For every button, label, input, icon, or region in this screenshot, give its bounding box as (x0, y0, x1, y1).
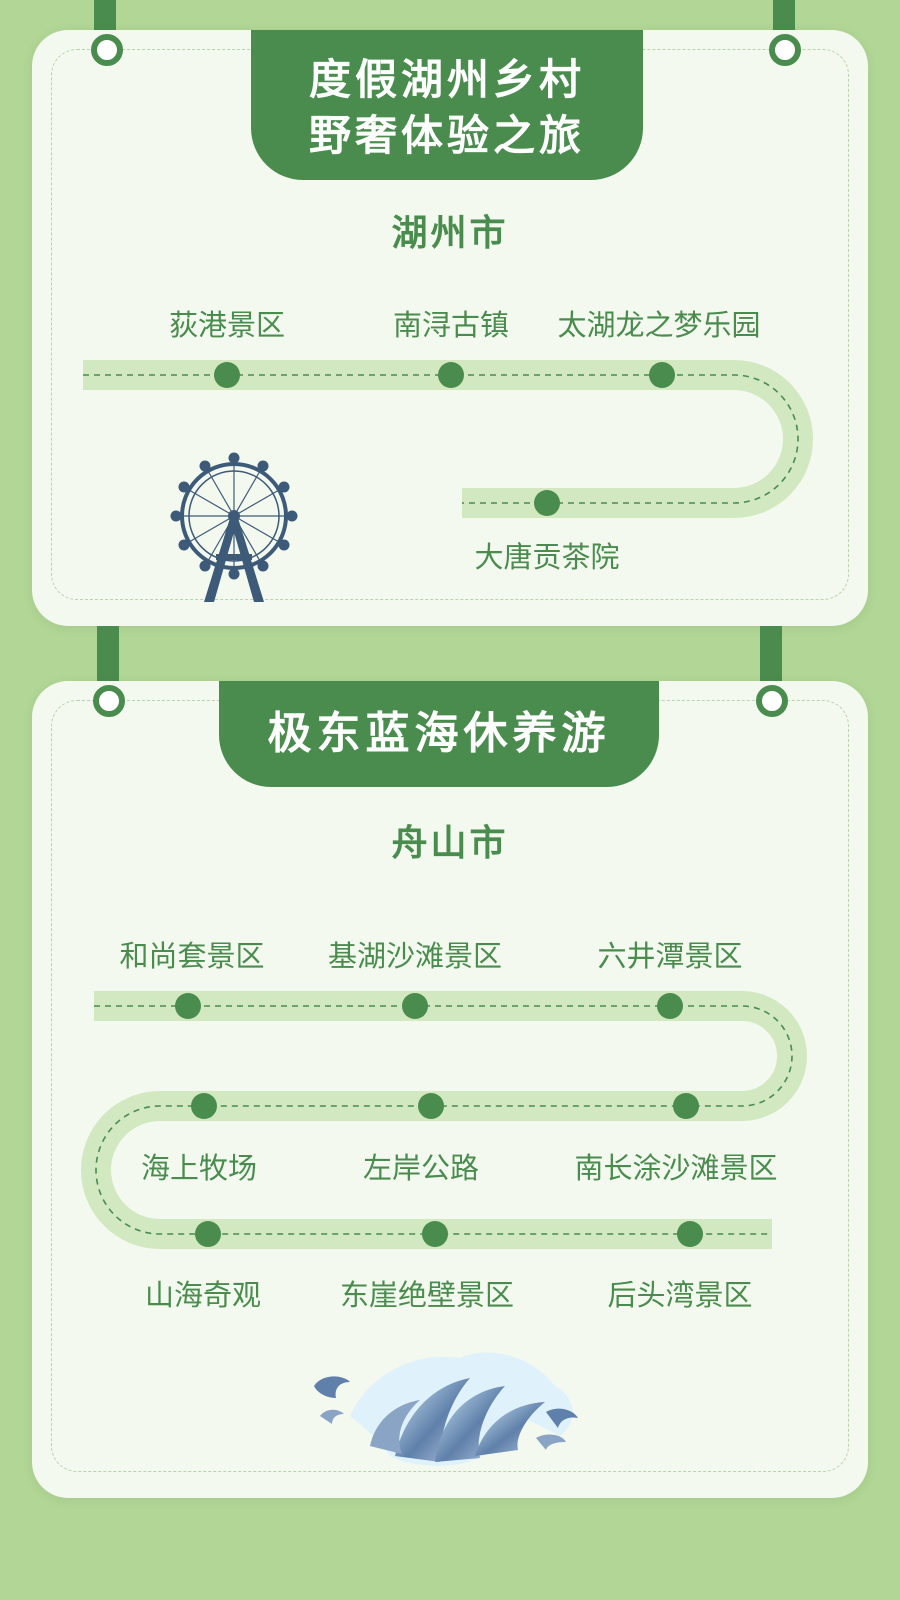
stop-marker (402, 993, 428, 1019)
ring-left (91, 34, 123, 66)
stop-marker (418, 1093, 444, 1119)
ferris-wheel-icon (170, 452, 298, 602)
hanger-left (97, 626, 119, 688)
stop-label: 海上牧场 (140, 1151, 258, 1185)
card-title-line-1: 度假湖州乡村 (308, 55, 585, 104)
stop-marker (649, 362, 675, 388)
city-name: 舟山市 (391, 823, 509, 864)
ring-right (756, 685, 788, 717)
stop-label: 山海奇观 (144, 1278, 262, 1312)
stop-label: 基湖沙滩景区 (327, 939, 503, 973)
stop-label: 南长涂沙滩景区 (574, 1151, 778, 1185)
stop-label: 和尚套景区 (119, 939, 265, 973)
card-title-banner: 极东蓝海休养游 (219, 681, 659, 787)
stop-marker (677, 1221, 703, 1247)
stop-label: 六井潭景区 (597, 939, 743, 973)
stop-marker (175, 993, 201, 1019)
card-title-line-1: 极东蓝海休养游 (267, 708, 611, 759)
hanger-right (760, 626, 782, 688)
stop-label: 南浔古镇 (392, 308, 510, 342)
ring-right (769, 34, 801, 66)
wave-icon (314, 1352, 578, 1466)
stop-label: 荻港景区 (168, 308, 286, 342)
stop-marker (673, 1093, 699, 1119)
stop-marker (195, 1221, 221, 1247)
stop-label: 左岸公路 (362, 1151, 480, 1185)
stop-marker (534, 490, 560, 516)
stop-label: 太湖龙之梦乐园 (557, 308, 761, 342)
stop-marker (191, 1093, 217, 1119)
stop-marker (657, 993, 683, 1019)
stop-label: 后头湾景区 (607, 1278, 753, 1312)
stop-marker (438, 362, 464, 388)
stop-marker (214, 362, 240, 388)
card-title-banner: 度假湖州乡村 野奢体验之旅 (251, 30, 643, 180)
stop-label: 大唐贡茶院 (474, 540, 620, 574)
stop-label: 东崖绝壁景区 (339, 1278, 515, 1312)
card-title-line-2: 野奢体验之旅 (308, 111, 585, 160)
city-name: 湖州市 (391, 213, 509, 254)
ring-left (93, 685, 125, 717)
stop-marker (422, 1221, 448, 1247)
